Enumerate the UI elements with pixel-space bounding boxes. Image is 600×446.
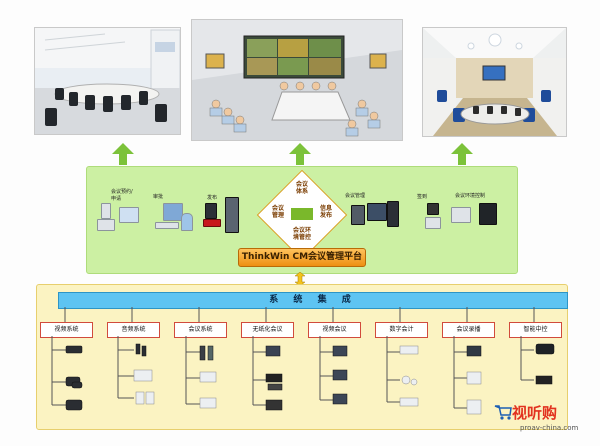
phone-device [101,203,111,219]
category-paperless: 无纸化会议 [241,322,294,338]
control-room-diagram [191,19,403,141]
integration-bar: 系 统 集 成 [58,292,568,309]
platform-title: ThinkWin CM会议管理平台 [238,248,366,267]
terminal-device [97,219,115,231]
meeting-room-photo [34,27,181,135]
category-smart-control: 智能中控 [509,322,562,338]
operator-figure [181,213,193,231]
tablet-device [205,203,217,219]
screen-device [203,219,221,227]
label-manage: 会议管理 [345,193,366,199]
platform-panel: 会议预约/ 申请 审批 发布 会议管理 签到 会议环境控制 会议 体系 会议 管… [86,166,518,274]
integration-title: 系 统 集 成 [269,295,357,305]
category-audio: 音频系统 [107,322,160,338]
watermark-logo: 视听购 proav-china.com [494,402,594,442]
pad-device [119,207,139,223]
pc-device [163,203,183,221]
category-video: 视频系统 [40,322,93,338]
keyboard-device [155,222,179,229]
control-panel [451,207,471,223]
diamond-bottom: 会议环 境管控 [292,227,311,241]
category-video-conference: 视频会议 [308,322,361,338]
kiosk-device [225,197,239,233]
control-tablet [479,203,497,225]
label-reserve: 会议预约/ 申请 [111,189,133,202]
category-recording: 会议录播 [442,322,495,338]
server-device [351,205,365,225]
diamond-right: 信息 发布 [319,205,332,219]
diamond-left: 会议 管理 [271,205,284,219]
watermark-brand: 视听购 [512,404,558,422]
up-arrow-icon [451,143,473,165]
label-publish: 发布 [207,195,218,201]
server-device [387,201,399,227]
label-approve: 审批 [153,194,164,200]
monitor-device [367,203,387,221]
label-checkin: 签到 [417,194,428,200]
up-arrow-icon [289,143,311,165]
diamond-cross [291,180,313,248]
category-conference: 会议系统 [174,322,227,338]
cart-icon [494,405,512,420]
watermark-domain: proav-china.com [520,424,579,432]
qr-code [427,203,439,215]
double-arrow-icon [295,272,305,286]
category-digital-accounting: 数字会计 [375,322,428,338]
card-reader [425,217,441,229]
diamond-top: 会议 体系 [295,181,308,195]
conference-hall-photo [422,27,567,137]
up-arrow-icon [112,143,134,165]
label-env-control: 会议环境控制 [455,193,486,199]
